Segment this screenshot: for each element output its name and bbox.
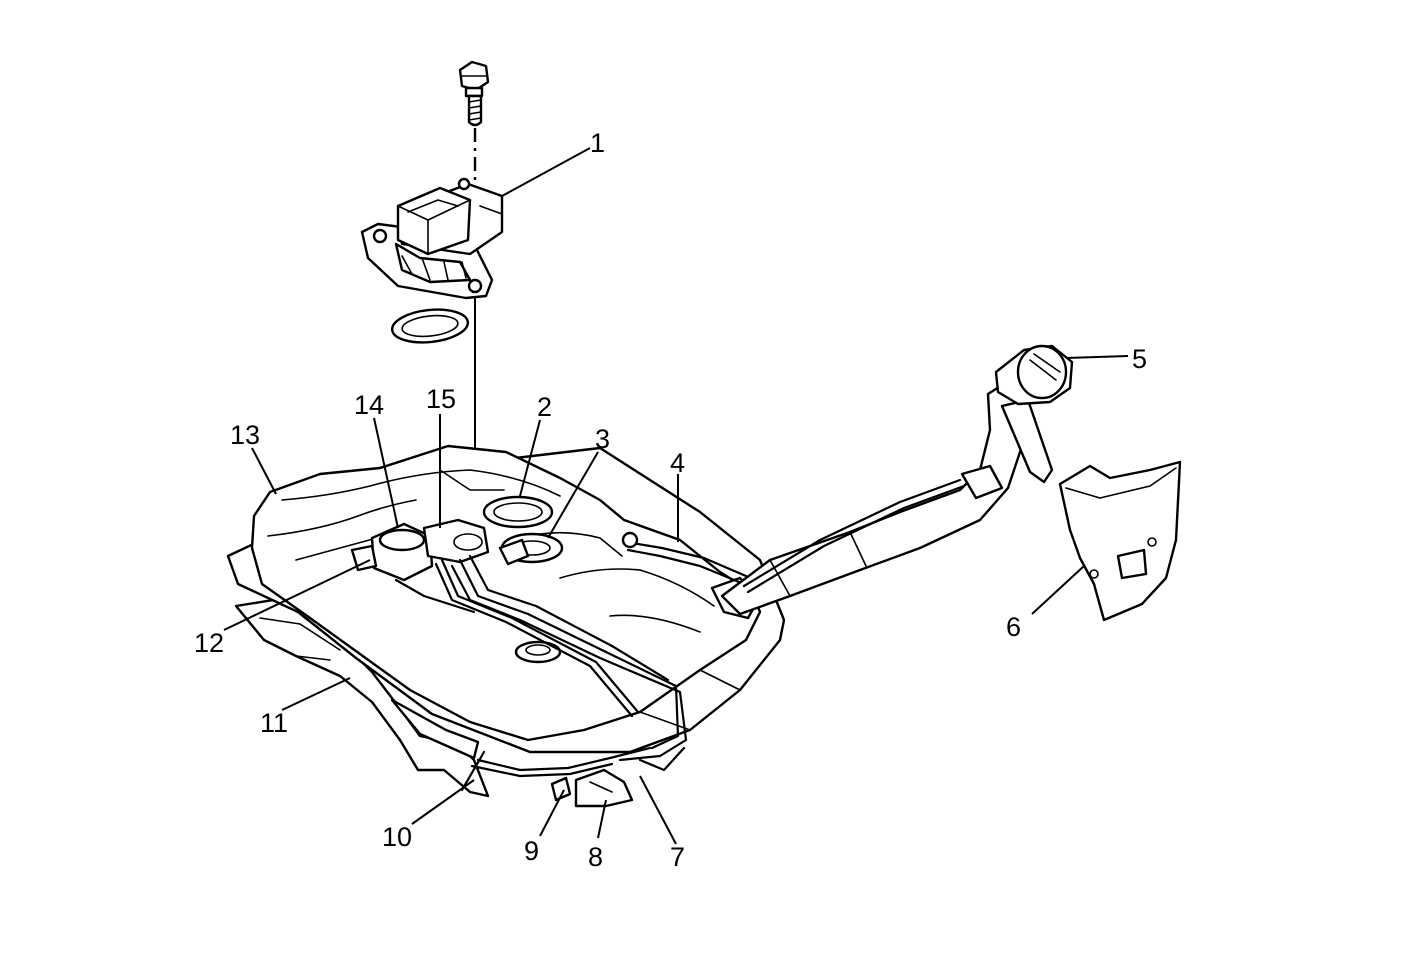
vent-valve-assembly — [350, 518, 490, 582]
evap-canister-assembly — [360, 177, 504, 300]
filler-splash-shield — [1058, 460, 1182, 622]
callout-10: 10 — [382, 822, 412, 852]
callout-9: 9 — [524, 836, 539, 866]
filler-pipe — [720, 378, 1054, 616]
lock-ring — [482, 495, 554, 529]
fuel-tank — [226, 444, 786, 754]
callout-13: 13 — [230, 420, 260, 450]
callout-2: 2 — [537, 392, 552, 422]
line-bracket — [574, 768, 634, 808]
callout-3: 3 — [595, 424, 610, 454]
seal-ring — [390, 308, 470, 344]
callout-8: 8 — [588, 842, 603, 872]
leader-lines — [223, 147, 1129, 845]
callout-15: 15 — [426, 384, 456, 414]
mounting-bolt — [458, 60, 490, 127]
callout-4: 4 — [670, 448, 685, 478]
callout-14: 14 — [354, 390, 384, 420]
tank-heat-shield — [234, 596, 490, 798]
callout-1: 1 — [590, 128, 605, 158]
callout-6: 6 — [1006, 612, 1021, 642]
callout-12: 12 — [194, 628, 224, 658]
fuel-lines — [394, 531, 748, 792]
callout-11: 11 — [260, 708, 288, 738]
sender-opening — [498, 532, 564, 566]
callout-7: 7 — [670, 842, 685, 872]
callout-labels: 1 2 3 4 5 6 7 8 9 10 11 12 13 14 15 — [194, 128, 1147, 872]
line-clip — [550, 776, 572, 802]
callout-5: 5 — [1132, 344, 1147, 374]
fuel-filler-cap — [994, 344, 1074, 406]
